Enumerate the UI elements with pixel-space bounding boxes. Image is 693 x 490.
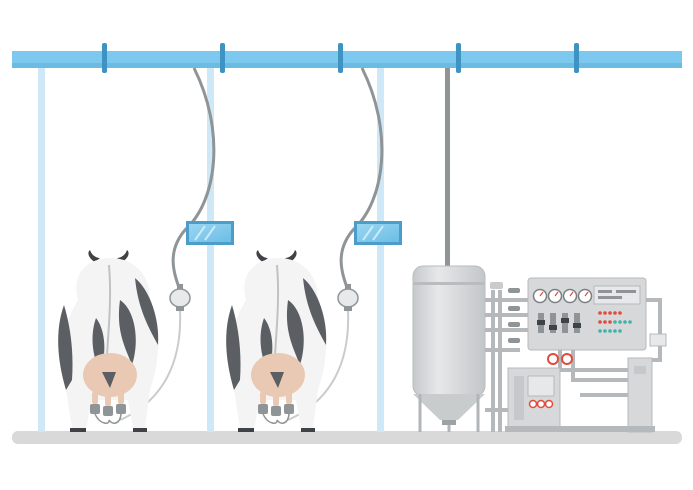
stall-monitor <box>354 221 402 245</box>
milk-hose <box>171 67 216 291</box>
pressure-gauges <box>532 288 593 304</box>
indicator-lights <box>598 311 632 333</box>
cow-1 <box>58 250 159 432</box>
stall-1 <box>58 67 234 432</box>
overhead-rail <box>12 43 682 73</box>
panel-display <box>593 285 641 305</box>
horn-left <box>88 250 100 262</box>
pump-unit <box>507 367 561 429</box>
stall-monitor <box>186 221 234 245</box>
unit-feet <box>505 426 655 432</box>
pipe-connectors <box>490 282 520 343</box>
supply-pipe <box>445 68 450 268</box>
floor <box>12 431 682 444</box>
pillars <box>38 66 384 432</box>
cow-2 <box>226 250 327 432</box>
control-panel <box>527 277 647 365</box>
horn-right <box>117 250 129 262</box>
valve-knobs <box>547 353 573 365</box>
milk-tank <box>412 265 486 432</box>
stall-2 <box>226 67 402 432</box>
control-sliders <box>537 313 581 333</box>
teat-cups <box>258 404 294 424</box>
filter-unit <box>627 333 667 433</box>
milk-hose <box>339 67 384 291</box>
teat-cups <box>90 404 126 424</box>
